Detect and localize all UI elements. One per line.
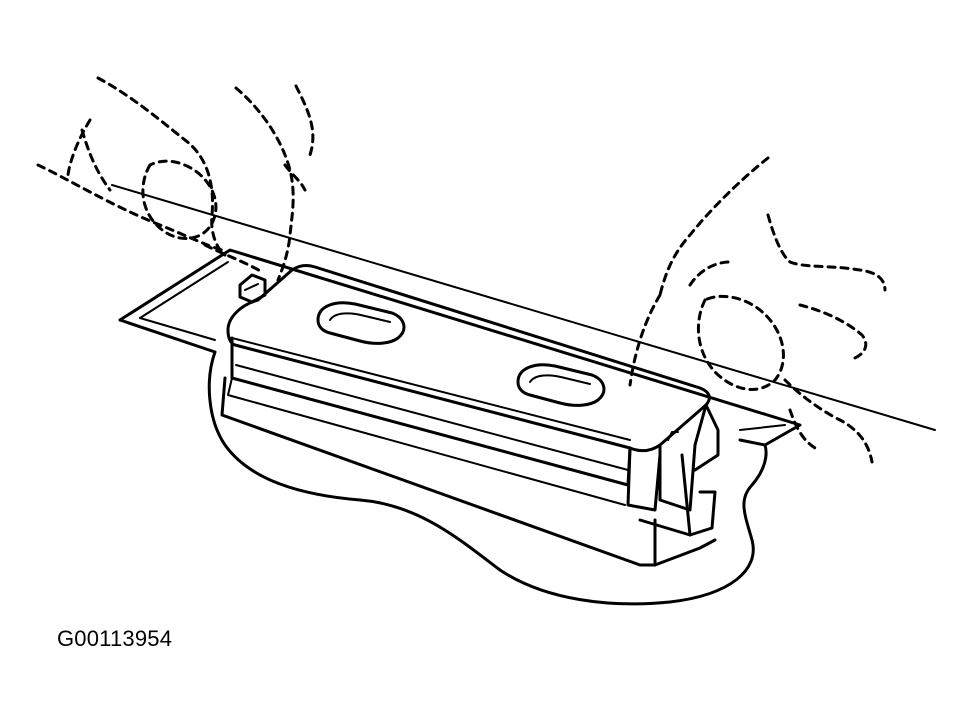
retaining-clip bbox=[238, 273, 267, 304]
switch-button-right bbox=[516, 363, 606, 407]
switch-button-left bbox=[316, 301, 406, 345]
window-switch-assembly bbox=[220, 264, 720, 567]
right-hand-outline bbox=[628, 156, 887, 464]
left-hand-outline bbox=[36, 76, 315, 282]
trim-panel bbox=[118, 248, 802, 447]
panel-edge-line bbox=[111, 184, 936, 431]
figure-id-label: G00113954 bbox=[57, 626, 173, 651]
panel-cutout-outline bbox=[207, 350, 768, 606]
